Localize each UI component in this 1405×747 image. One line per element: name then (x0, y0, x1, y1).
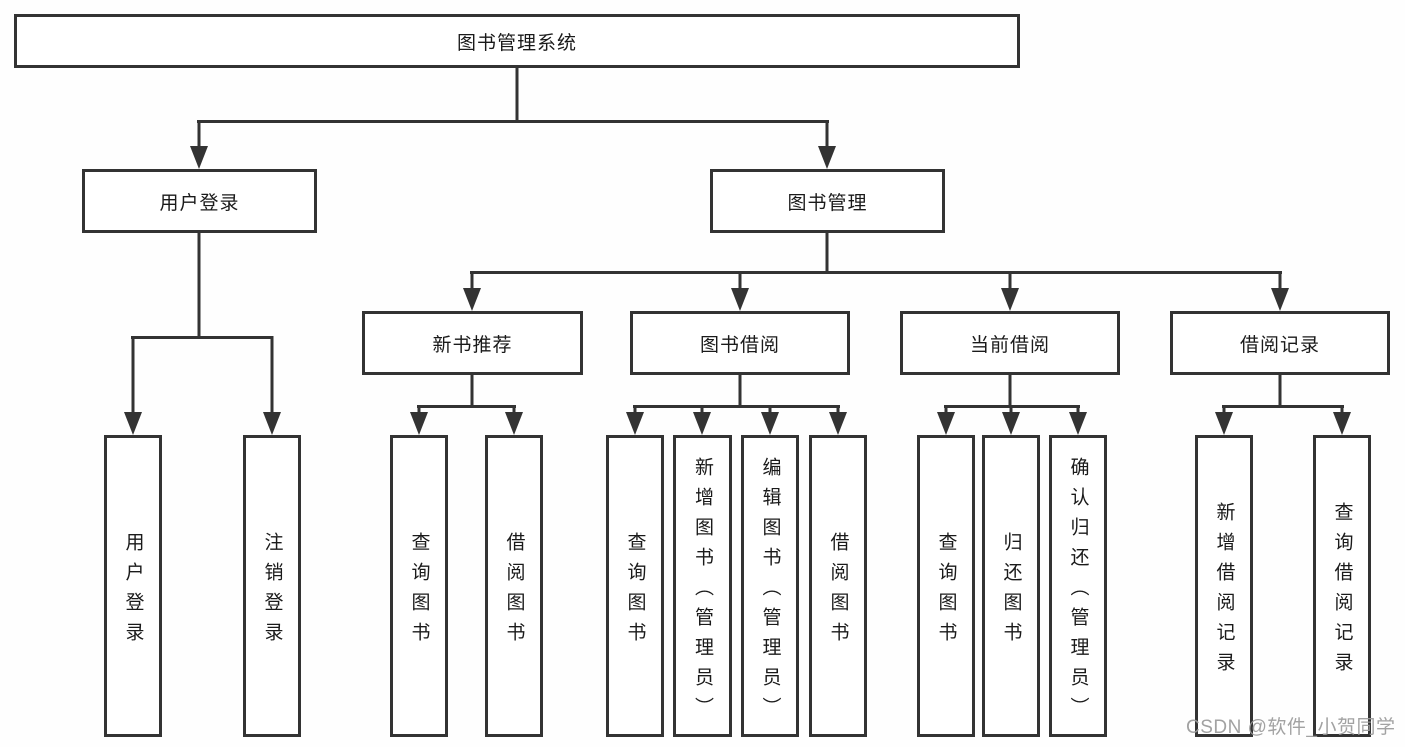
leaf-add-books-admin-label: 新增图书（管理员） (692, 456, 713, 727)
leaf-newbook-query-books: 查询图书 (390, 435, 448, 737)
connector-userlogin-hline (131, 336, 273, 339)
leaf-return-books: 归还图书 (982, 435, 1040, 737)
arrowhead-br-add (1215, 412, 1233, 435)
connector-root-stub (515, 68, 519, 122)
connector-drop-bookborrow (738, 271, 742, 291)
connector-drop-cb-query (944, 405, 948, 415)
leaf-query-borrow-record: 查询借阅记录 (1313, 435, 1371, 737)
connector-drop-leaf-logout (270, 336, 274, 414)
arrowhead-cb-return (1002, 412, 1020, 435)
arrowhead-bb-query (626, 412, 644, 435)
connector-drop-bb-edit (768, 405, 772, 415)
leaf-borrow-books-label: 借阅图书 (827, 531, 849, 652)
arrowhead-bb-edit (761, 412, 779, 435)
leaf-user-login-label: 用户登录 (122, 531, 144, 652)
connector-userlogin-stub (197, 233, 201, 337)
arrowhead-bookborrow (731, 288, 749, 311)
connector-drop-nb-query (417, 405, 421, 415)
connector-drop-bb-add (700, 405, 704, 415)
connector-drop-nb-borrow (512, 405, 516, 415)
connector-drop-cb-confirm (1076, 405, 1080, 415)
arrowhead-leaf-login (124, 412, 142, 435)
leaf-borrow-query-books-label: 查询图书 (624, 531, 646, 652)
connector-drop-cb-return (1009, 405, 1013, 415)
leaf-edit-books-admin: 编辑图书（管理员） (741, 435, 799, 737)
leaf-borrow-query-books: 查询图书 (606, 435, 664, 737)
leaf-logout-label: 注销登录 (261, 531, 283, 652)
arrowhead-bb-borrow (829, 412, 847, 435)
connector-bookborrow-hline (633, 405, 840, 408)
connector-drop-newbook (470, 271, 474, 291)
node-current-borrow: 当前借阅 (900, 311, 1120, 375)
node-borrow-records: 借阅记录 (1170, 311, 1390, 375)
leaf-return-books-label: 归还图书 (1000, 531, 1022, 652)
arrowhead-book-mgmt (818, 146, 836, 169)
leaf-confirm-return-admin: 确认归还（管理员） (1049, 435, 1107, 737)
connector-drop-bb-borrow (836, 405, 840, 415)
leaf-borrow-books: 借阅图书 (809, 435, 867, 737)
connector-borrowrecords-stub (1278, 375, 1282, 406)
arrowhead-br-query (1333, 412, 1351, 435)
node-book-management: 图书管理 (710, 169, 945, 233)
leaf-newbook-borrow-books: 借阅图书 (485, 435, 543, 737)
connector-level3-hline (470, 271, 1282, 274)
connector-drop-book-mgmt (825, 120, 829, 150)
node-root: 图书管理系统 (14, 14, 1020, 68)
csdn-watermark: CSDN @软件_小贺同学 (1186, 717, 1396, 738)
leaf-current-query-books: 查询图书 (917, 435, 975, 737)
connector-drop-br-query (1340, 405, 1344, 415)
leaf-newbook-query-books-label: 查询图书 (408, 531, 430, 652)
connector-level2-hline (197, 120, 829, 123)
node-book-borrow: 图书借阅 (630, 311, 850, 375)
arrowhead-user-login (190, 146, 208, 169)
leaf-user-login: 用户登录 (104, 435, 162, 737)
leaf-edit-books-admin-label: 编辑图书（管理员） (759, 456, 781, 727)
leaf-query-borrow-record-label: 查询借阅记录 (1331, 501, 1353, 682)
connector-drop-user-login (197, 120, 201, 150)
connector-currentborrow-stub (1008, 375, 1012, 406)
leaf-add-borrow-record: 新增借阅记录 (1195, 435, 1253, 737)
leaf-add-books-admin: 新增图书（管理员） (673, 435, 732, 737)
arrowhead-newbook (463, 288, 481, 311)
arrowhead-borrowrecords (1271, 288, 1289, 311)
connector-bookmgmt-stub (825, 233, 829, 273)
arrowhead-leaf-logout (263, 412, 281, 435)
leaf-confirm-return-admin-label: 确认归还（管理员） (1067, 456, 1089, 727)
arrowhead-bb-add (693, 412, 711, 435)
connector-newbook-stub (470, 375, 474, 406)
connector-drop-br-add (1222, 405, 1226, 415)
leaf-current-query-books-label: 查询图书 (935, 531, 957, 652)
node-new-book-recommend: 新书推荐 (362, 311, 583, 375)
leaf-add-borrow-record-label: 新增借阅记录 (1213, 501, 1235, 682)
arrowhead-cb-confirm (1069, 412, 1087, 435)
arrowhead-nb-borrow (505, 412, 523, 435)
connector-drop-borrowrecords (1278, 271, 1282, 291)
connector-borrowrecords-hline (1222, 405, 1344, 408)
connector-drop-currentborrow (1008, 271, 1012, 291)
leaf-logout: 注销登录 (243, 435, 301, 737)
arrowhead-currentborrow (1001, 288, 1019, 311)
connector-drop-bb-query (633, 405, 637, 415)
connector-bookborrow-stub (738, 375, 742, 406)
arrowhead-cb-query (937, 412, 955, 435)
arrowhead-nb-query (410, 412, 428, 435)
connector-drop-leaf-login (131, 336, 135, 414)
leaf-newbook-borrow-books-label: 借阅图书 (503, 531, 525, 652)
connector-newbook-hline (417, 405, 516, 408)
node-user-login: 用户登录 (82, 169, 317, 233)
